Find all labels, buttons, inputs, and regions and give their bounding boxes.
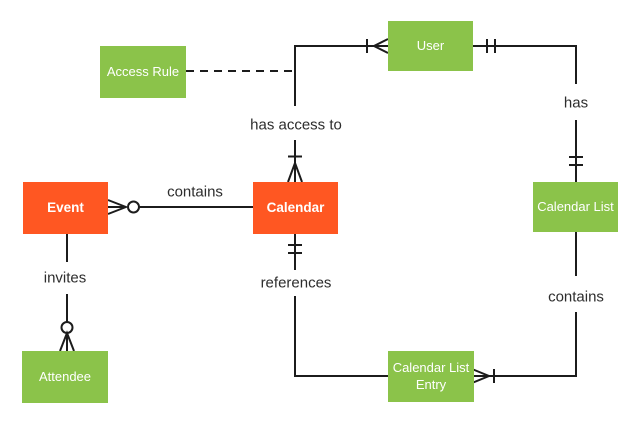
one-and-only-one-icon — [569, 156, 583, 166]
entity-attendee[interactable]: Attendee — [22, 351, 108, 403]
crow-foot-one-or-many-icon — [287, 155, 303, 183]
entity-calendar-list-entry[interactable]: Calendar List Entry — [388, 351, 474, 402]
crow-foot-one-or-many-icon — [366, 38, 389, 54]
edge-contains-events — [107, 199, 253, 215]
entity-label: Calendar List — [537, 198, 614, 214]
one-and-only-one-icon — [288, 244, 302, 254]
relationship-label-contains-entries: contains — [546, 288, 606, 306]
entity-user[interactable]: User — [388, 21, 473, 71]
edge-has — [473, 39, 583, 182]
entity-label: Calendar — [266, 199, 325, 215]
entity-calendar[interactable]: Calendar — [253, 182, 338, 234]
relationship-label-references: references — [258, 274, 334, 292]
entity-label: Attendee — [38, 368, 92, 384]
relationship-label-has: has — [561, 94, 591, 112]
one-and-only-one-icon — [486, 39, 496, 53]
relationship-label-contains-events: contains — [165, 183, 225, 201]
entity-label: User — [416, 37, 445, 53]
relationship-label-has-access-to: has access to — [248, 116, 344, 134]
edge-references — [288, 234, 388, 377]
edge-has-access-to — [287, 38, 389, 183]
edge-contains-entries — [471, 232, 577, 384]
edge-invites — [59, 234, 75, 352]
entity-access-rule[interactable]: Access Rule — [100, 46, 186, 98]
entity-calendar-list[interactable]: Calendar List — [533, 182, 618, 232]
entity-label: Calendar List Entry — [392, 360, 470, 392]
entity-label: Event — [47, 199, 84, 215]
crow-foot-zero-or-many-icon — [107, 199, 140, 215]
crow-foot-zero-or-many-icon — [59, 321, 75, 352]
crow-foot-one-or-many-icon — [471, 368, 495, 384]
entity-label: Access Rule — [106, 63, 180, 79]
relationship-label-invites: invites — [41, 269, 89, 287]
entity-event[interactable]: Event — [23, 182, 108, 234]
